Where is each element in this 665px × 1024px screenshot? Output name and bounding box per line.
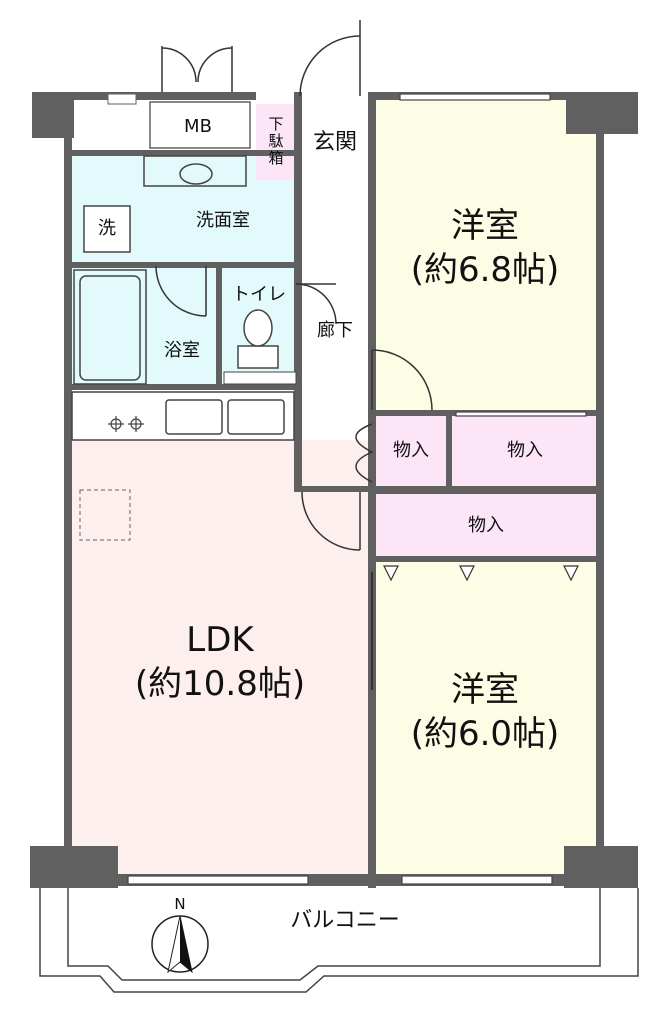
mb-label: MB	[184, 116, 212, 137]
ldk-size: (約10.8帖)	[134, 664, 306, 704]
toilet-label: トイレ	[232, 284, 286, 305]
balcony-outline	[67, 888, 601, 981]
storage-3-fill	[374, 494, 598, 558]
washer-label: 洗	[98, 218, 116, 239]
closet-hangers	[383, 565, 579, 582]
storage1-door	[355, 423, 374, 483]
ldk-fill	[70, 440, 370, 876]
storage1-label: 物入	[393, 440, 429, 461]
compass-icon	[151, 915, 209, 974]
shoe-box-label: 下駄箱	[268, 115, 284, 167]
western-room-1-fill	[372, 100, 598, 412]
kitchen-counter	[71, 391, 295, 441]
storage3-label: 物入	[468, 515, 504, 536]
bath-label: 浴室	[164, 340, 200, 361]
ceiling-opening	[79, 489, 131, 541]
hallway-label: 廊下	[317, 320, 353, 341]
mb-doors	[161, 46, 233, 92]
bath-fill	[72, 266, 218, 386]
bathtub-icon	[73, 269, 147, 385]
western2-size: (約6.0帖)	[410, 714, 560, 754]
western1-door	[371, 349, 433, 411]
washroom-label: 洗面室	[196, 210, 250, 231]
western2-name: 洋室	[451, 670, 519, 710]
western1-name: 洋室	[451, 206, 519, 246]
stove-icon	[108, 416, 144, 432]
entrance-label: 玄関	[312, 130, 357, 155]
mb-cabinet	[149, 101, 251, 149]
washbasin-icon	[143, 155, 247, 187]
windows	[127, 93, 587, 885]
ldk-name: LDK	[186, 620, 254, 660]
entrance-door	[299, 20, 361, 97]
washer-icon	[83, 205, 131, 253]
shoe-box-fill	[256, 104, 296, 180]
bath-door	[155, 265, 207, 317]
compass-north-label: N	[174, 895, 186, 913]
storage-2-fill	[452, 416, 598, 486]
ldk-door	[301, 491, 361, 551]
toilet-icon	[237, 309, 279, 369]
western-room-2-fill	[372, 560, 598, 876]
western1-size: (約6.8帖)	[410, 250, 560, 290]
storage2-label: 物入	[507, 440, 543, 461]
balcony-label: バルコニー	[290, 908, 400, 933]
storage-1-fill	[374, 416, 448, 486]
